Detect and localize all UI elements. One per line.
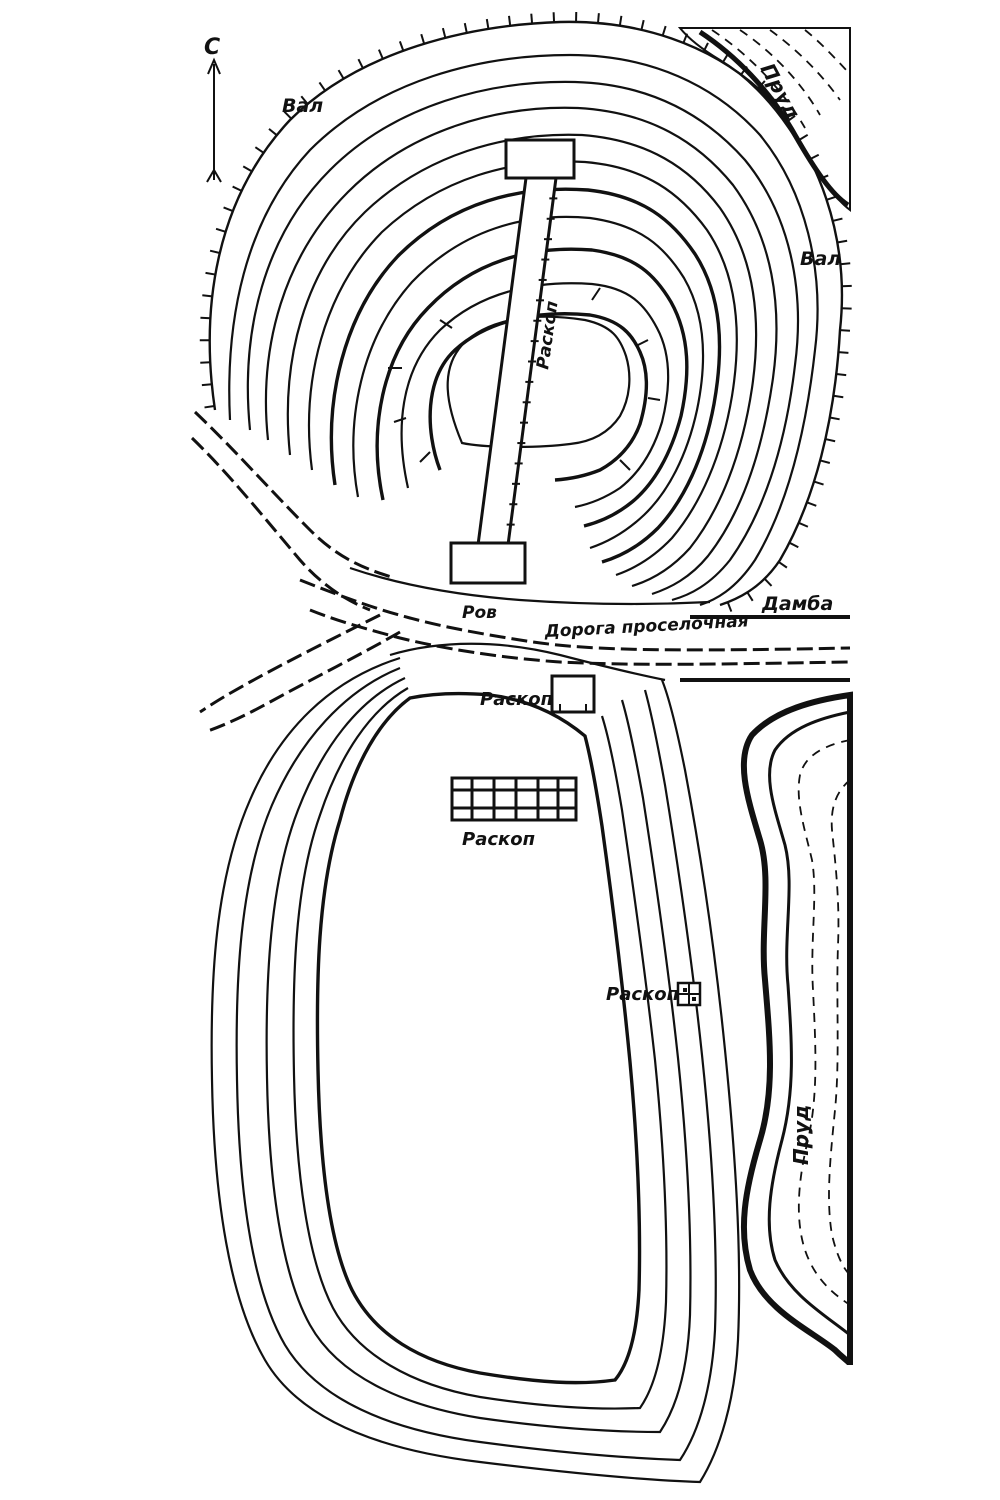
excavation-2 — [550, 674, 596, 714]
hachure-tick — [721, 53, 729, 63]
hachure-tick — [763, 578, 773, 587]
hachure-tick — [215, 227, 226, 233]
hachure-tick — [837, 239, 848, 244]
excavation-3-label: Раскоп — [462, 829, 535, 850]
hachure-tick — [337, 69, 345, 80]
pond-top — [677, 27, 851, 213]
hachure-tick — [232, 185, 243, 192]
dam-label: Дамба — [761, 593, 833, 615]
hachure-tick — [441, 27, 447, 39]
hachure-tick — [463, 22, 468, 34]
hachure-tick — [788, 541, 799, 549]
hachure-tick — [840, 262, 851, 266]
excavation-2-label: Раскоп — [480, 689, 553, 710]
hachure-tick — [813, 480, 824, 486]
hachure-tick — [530, 13, 534, 24]
excavation-3 — [450, 776, 578, 822]
hachure-tick — [254, 146, 265, 154]
hachure-tick — [201, 383, 212, 387]
hachure-tick — [597, 13, 600, 24]
hachure-tick — [838, 351, 849, 354]
excavation-4 — [676, 981, 702, 1007]
hachure-tick — [204, 405, 215, 409]
hachure-tick — [746, 591, 754, 602]
hachure-tick — [757, 80, 766, 90]
hachure-tick — [209, 249, 221, 255]
hachure-tick — [682, 33, 689, 44]
hachure-tick — [836, 372, 847, 377]
hachure-tick — [778, 561, 788, 569]
hachure-tick — [832, 217, 843, 222]
pond-right-label: Пруд — [789, 1105, 813, 1165]
hachure-tick — [485, 18, 490, 30]
hachure-tick — [300, 95, 309, 105]
moat-label: Ров — [462, 603, 497, 623]
hachure-tick — [826, 195, 837, 201]
hachure-tick — [202, 294, 213, 298]
hachure-tick — [242, 165, 253, 173]
hachure-tick — [508, 15, 512, 26]
hachure-tick — [740, 65, 748, 76]
hachure-tick — [772, 97, 782, 106]
hachure-tick — [833, 394, 844, 399]
hachure-tick — [809, 153, 820, 161]
hachure-tick — [829, 416, 840, 421]
rampart-label-west: Вал — [282, 95, 323, 117]
excavation-4-label: Раскоп — [606, 984, 679, 1005]
hachure-tick — [223, 206, 234, 212]
hachure-tick — [819, 459, 831, 464]
road-label: Дорога проселочная — [543, 611, 749, 642]
hachure-tick — [786, 115, 796, 123]
pond-right — [740, 691, 853, 1366]
hachure-tick — [818, 174, 829, 181]
rampart-label-east: Вал — [800, 248, 841, 270]
hachure-tick — [318, 81, 326, 92]
hachure-tick — [357, 58, 364, 69]
moat-road-area — [190, 410, 851, 734]
hachure-tick — [618, 15, 623, 26]
hachure-tick — [726, 601, 733, 612]
hachure-tick — [661, 25, 667, 36]
hachure-tick — [702, 42, 709, 53]
north-label: С — [204, 35, 220, 60]
hachure-tick — [798, 133, 809, 141]
south-enclosure — [210, 656, 741, 1484]
hachure-tick — [825, 438, 836, 443]
hachure-tick — [268, 128, 278, 136]
hachure-tick — [420, 33, 426, 45]
rampart-hachures — [199, 11, 852, 612]
excavation-trench — [449, 138, 576, 585]
hachure-tick — [806, 501, 817, 507]
hachure-tick — [205, 271, 216, 276]
hachure-tick — [377, 49, 384, 60]
hachure-tick — [798, 521, 809, 528]
hachure-tick — [839, 329, 851, 332]
north-arrow-icon — [206, 57, 222, 183]
north-mound — [199, 11, 852, 612]
hachure-tick — [283, 110, 293, 120]
summit-ticks — [388, 287, 661, 471]
hachure-tick — [398, 41, 405, 52]
hachure-tick — [640, 19, 645, 31]
hachure-tick — [200, 316, 211, 320]
